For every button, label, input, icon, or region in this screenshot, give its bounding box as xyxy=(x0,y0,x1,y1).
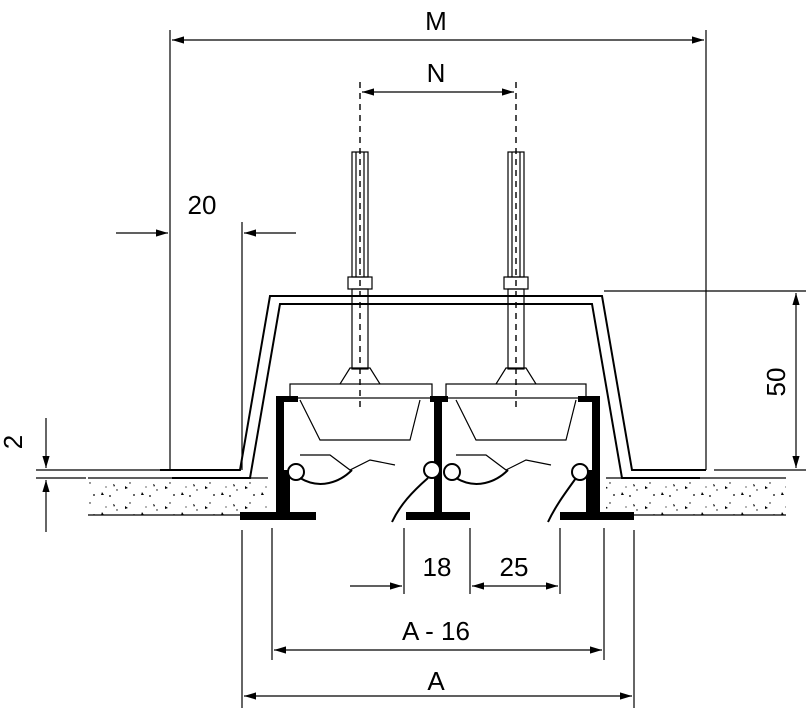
dimension-height-label: 50 xyxy=(761,368,791,397)
ceiling-slab xyxy=(88,477,786,516)
dimension-gap: 2 xyxy=(0,418,160,532)
dimension-flange-width-label: 20 xyxy=(188,190,217,220)
dimension-height: 50 xyxy=(604,290,806,471)
dimension-m: M xyxy=(169,6,707,470)
dimension-inner-gap: 18 xyxy=(350,528,561,594)
threaded-rod-left xyxy=(339,151,381,385)
frame-profiles xyxy=(240,396,634,523)
dimension-outer-width: A xyxy=(241,530,635,708)
dimension-blade-pitch: 25 xyxy=(472,552,558,590)
dimension-gap-label: 2 xyxy=(0,435,28,449)
dimension-inner-gap-label: 18 xyxy=(423,552,452,582)
threaded-rod-right xyxy=(495,151,537,385)
damper-plates xyxy=(289,383,587,471)
dimension-blade-pitch-label: 25 xyxy=(500,552,529,582)
dimension-m-label: M xyxy=(425,6,447,36)
dimension-inner-width-label: A - 16 xyxy=(402,616,470,646)
dimension-inner-width: A - 16 xyxy=(271,528,605,660)
dimension-n-label: N xyxy=(427,58,446,88)
dimension-n: N xyxy=(362,58,514,96)
dimension-outer-width-label: A xyxy=(427,666,445,696)
dimension-flange-width: 20 xyxy=(116,190,296,470)
